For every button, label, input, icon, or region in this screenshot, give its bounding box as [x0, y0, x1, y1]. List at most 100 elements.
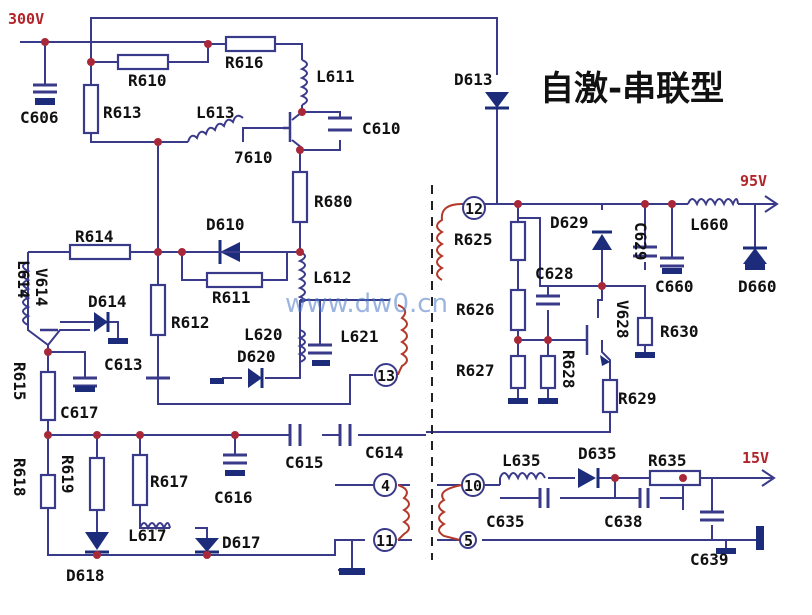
inductor-L613	[187, 114, 244, 143]
label-l614: L614	[14, 260, 33, 299]
label-c615: C615	[285, 453, 324, 472]
diode-D629	[592, 230, 612, 250]
resistor-R614	[68, 243, 132, 261]
capacitor-C614	[338, 424, 352, 446]
label-d620: D620	[237, 347, 276, 366]
label-c638: C638	[604, 512, 643, 531]
label-d629: D629	[550, 213, 589, 232]
resistor-R610	[116, 53, 170, 71]
resistor-R619	[88, 456, 106, 512]
label-d617: D617	[222, 533, 261, 552]
ground-icon	[108, 338, 128, 344]
diagram-title: 自激-串联型	[540, 69, 724, 109]
inductors	[22, 59, 739, 531]
inductor-L617	[139, 522, 171, 531]
ground-icon	[662, 268, 682, 274]
supply-15v: 15V	[742, 449, 769, 467]
diode-D610	[200, 240, 240, 264]
label-l612: L612	[313, 268, 352, 287]
capacitor-C628	[536, 294, 560, 306]
junction-dots	[41, 38, 687, 559]
resistor-R613	[82, 83, 100, 135]
label-r635: R635	[648, 451, 687, 470]
pin-10: 10	[464, 477, 482, 495]
supply-95v: 95V	[740, 172, 767, 190]
diode-D635	[578, 468, 600, 488]
diodes	[60, 92, 767, 554]
label-r630: R630	[660, 322, 699, 341]
label-l613: L613	[196, 103, 235, 122]
ground-icon	[339, 568, 365, 575]
resistor-R617	[131, 453, 149, 507]
label-r614: R614	[75, 227, 114, 246]
pin-13: 13	[377, 367, 395, 385]
label-c610: C610	[362, 119, 401, 138]
capacitor-C621	[308, 343, 332, 355]
capacitor-C617	[73, 376, 97, 388]
label-l621: L621	[340, 327, 379, 346]
resistor-R611	[205, 271, 264, 289]
ground-icon	[225, 470, 245, 476]
label-r628: R628	[559, 350, 578, 389]
resistor-R625	[509, 220, 527, 262]
capacitor-C615	[288, 424, 302, 446]
pin-4: 4	[381, 477, 390, 495]
label-d618: D618	[66, 566, 105, 585]
inductor-L611	[299, 59, 308, 106]
capacitor-C610	[328, 116, 352, 132]
label-l660: L660	[690, 215, 729, 234]
ground-icon	[312, 360, 330, 366]
inductor-L635	[499, 472, 546, 481]
transistor-V628	[585, 325, 610, 366]
resistor-R615	[39, 370, 57, 422]
ground-icon	[210, 378, 224, 384]
ground-icon	[35, 98, 55, 105]
transistors	[40, 112, 610, 366]
resistor-R629	[601, 378, 619, 414]
inductor-L612	[297, 251, 306, 303]
label-c635: C635	[486, 512, 525, 531]
label-r619: R619	[58, 455, 77, 494]
resistor-R618	[39, 473, 57, 510]
label-d635: D635	[578, 444, 617, 463]
inductor-L614	[22, 261, 31, 326]
label-c613: C613	[104, 355, 143, 374]
label-c614: C614	[365, 443, 404, 462]
capacitor-C629	[633, 245, 657, 258]
ground-icon	[538, 398, 558, 404]
transistor-V610	[283, 112, 292, 142]
capacitor-C606	[33, 83, 57, 94]
label-c660: C660	[655, 277, 694, 296]
label-r616: R616	[225, 53, 264, 72]
label-r610: R610	[128, 71, 167, 90]
ground-icon	[756, 526, 764, 550]
label-r625: R625	[454, 230, 493, 249]
capacitor-C660	[660, 256, 684, 268]
label-c606: C606	[20, 108, 59, 127]
transformer-pins: 12 13 10 4 11 5	[373, 196, 486, 552]
label-v628: V628	[613, 300, 632, 339]
label-r626: R626	[456, 300, 495, 319]
resistor-R626	[509, 288, 527, 332]
inductor-L620	[297, 329, 306, 363]
diode-D620	[248, 368, 264, 388]
pin-5: 5	[464, 532, 473, 550]
diode-D660	[743, 246, 767, 264]
ground-icon	[508, 398, 528, 404]
resistor-R630	[636, 316, 654, 347]
label-r611: R611	[212, 288, 251, 307]
label-r617: R617	[150, 472, 189, 491]
watermark: www.dw0.cn	[285, 289, 448, 319]
label-l617: L617	[128, 526, 167, 545]
arrow-right-icon	[764, 195, 779, 213]
ground-icon	[716, 548, 736, 554]
component-labels: C606 R610 R616 L611 R613 L613 C610 7610 …	[10, 53, 777, 585]
label-d660: D660	[738, 277, 777, 296]
label-v610: 7610	[234, 148, 273, 167]
diode-D613	[485, 92, 509, 110]
label-l611: L611	[316, 67, 355, 86]
label-v614: V614	[32, 268, 51, 307]
output-arrows	[761, 195, 779, 487]
red-windings	[397, 203, 463, 541]
resistor-R680	[291, 170, 309, 224]
